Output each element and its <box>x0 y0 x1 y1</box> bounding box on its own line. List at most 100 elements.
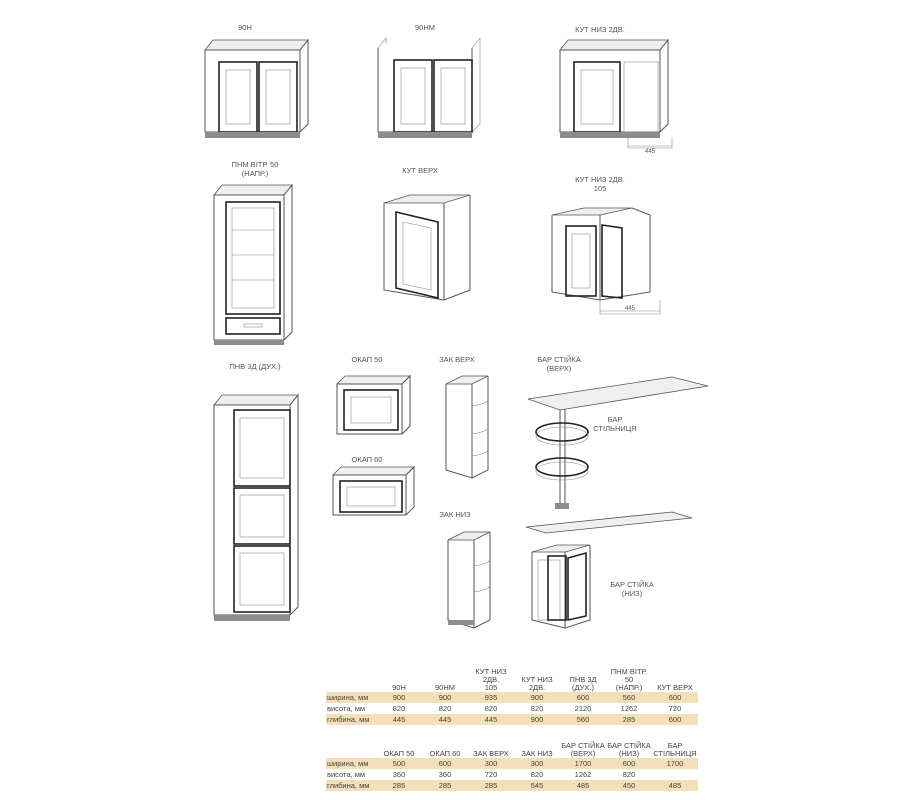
cabinet-kut-niz-2dv-drawing <box>559 38 673 149</box>
table-cell: 1262 <box>574 770 592 779</box>
table-cell: 900 <box>514 714 560 725</box>
row-label: глибина, мм <box>326 780 376 791</box>
table-header-cell: 90НМ <box>434 683 455 692</box>
table-cell: 820 <box>438 704 452 713</box>
table-cell: 445 <box>422 714 468 725</box>
dimension-445-kut-niz-105: 445 <box>624 306 635 312</box>
table-cell: 485 <box>652 780 698 791</box>
table-header-row: 90Н 90НМ КУТ НИЗ 2ДВ. 105 КУТ НИЗ 2ДВ. П… <box>326 668 698 692</box>
label-zak-verh: ЗАК ВЕРХ <box>439 355 475 364</box>
cabinet-zak-verh-drawing <box>445 375 489 479</box>
table-cell: 600 <box>422 758 468 769</box>
table-header-cell: ПНМ ВІТР. 50 (НАПР.) <box>610 667 648 692</box>
cabinet-okap60-drawing <box>332 465 415 516</box>
table-row: ширина, мм 500 600 300 300 1700 600 1700 <box>326 758 698 769</box>
table-cell: 935 <box>468 692 514 703</box>
table-cell: 820 <box>622 770 636 779</box>
table-cell: 600 <box>560 692 606 703</box>
table-cell: 720 <box>484 770 498 779</box>
table-header-cell: КУТ НИЗ 2ДВ. <box>521 675 553 692</box>
label-bar-stiyka-verh: БАР СТІЙКА (ВЕРХ) <box>537 355 581 373</box>
table-cell: 300 <box>514 758 560 769</box>
table-header-cell: ОКАП 50 <box>383 749 415 758</box>
table-cell: 600 <box>652 692 698 703</box>
table-cell: 445 <box>376 714 422 725</box>
bar-stand-bottom-drawing <box>531 544 591 629</box>
label-90n: 90Н <box>238 23 252 32</box>
cabinet-pnv-3d-drawing <box>213 393 299 621</box>
table-cell: 720 <box>668 704 682 713</box>
table-cell: 485 <box>560 780 606 791</box>
table-header-cell: ЗАК НИЗ <box>521 749 553 758</box>
table-cell: 445 <box>468 714 514 725</box>
table-cell: 560 <box>560 714 606 725</box>
table-cell: 300 <box>468 758 514 769</box>
row-label: глибина, мм <box>326 714 376 725</box>
label-okap50: ОКАП 50 <box>351 355 383 364</box>
row-label: висота, мм <box>327 704 366 713</box>
row-label: ширина, мм <box>326 692 376 703</box>
table-header-cell: 90Н <box>392 683 406 692</box>
table-row: ширина, мм 900 900 935 900 600 560 600 <box>326 692 698 703</box>
dimension-445-kut-niz: 445 <box>644 149 655 155</box>
label-90nm: 90НМ <box>414 23 435 32</box>
table-cell: 2120 <box>574 704 592 713</box>
table-header-row: ОКАП 50 ОКАП 60 ЗАК ВЕРХ ЗАК НИЗ БАР СТІ… <box>326 736 698 758</box>
row-label: ширина, мм <box>326 758 376 769</box>
table-header-cell: ЗАК ВЕРХ <box>473 749 509 758</box>
table-header-cell: КУТ НИЗ 2ДВ. 105 <box>475 667 507 692</box>
bar-countertop-drawing <box>525 511 693 534</box>
table-cell: 600 <box>652 714 698 725</box>
cabinet-90nm-drawing <box>377 37 481 138</box>
table-cell: 820 <box>530 704 544 713</box>
table-row: глибина, мм 285 285 285 545 485 450 485 <box>326 780 698 791</box>
label-zak-niz: ЗАК НИЗ <box>439 510 471 519</box>
cabinet-okap50-drawing <box>336 374 411 435</box>
table-header-cell: КУТ ВЕРХ <box>657 683 693 692</box>
label-bar-stilnytsia: БАР СТІЛЬНИЦЯ <box>593 415 637 433</box>
table-header-cell: БАР СТІЛЬНИЦЯ <box>653 741 697 758</box>
table-cell <box>652 769 698 780</box>
table-cell: 560 <box>606 692 652 703</box>
table-cell: 360 <box>438 770 452 779</box>
table-cell: 545 <box>514 780 560 791</box>
label-okap60: ОКАП 60 <box>351 455 383 464</box>
table-row: глибина, мм 445 445 445 900 560 285 600 <box>326 714 698 725</box>
label-bar-stiyka-niz: БАР СТІЙКА (НИЗ) <box>610 580 654 598</box>
label-kut-niz-105: КУТ НИЗ 2ДВ. 105 <box>575 175 625 193</box>
table-cell: 900 <box>376 692 422 703</box>
table-cell: 600 <box>606 758 652 769</box>
cabinet-pnm-vitr-drawing <box>213 183 293 345</box>
label-pnv-3d: ПНВ 3Д (ДУХ.) <box>229 362 281 371</box>
table-cell: 900 <box>422 692 468 703</box>
table-cell: 1262 <box>620 704 638 713</box>
cabinet-90n-drawing <box>204 38 309 138</box>
label-kut-niz-2dv: КУТ НИЗ 2ДВ. <box>575 25 625 34</box>
cabinet-kut-verh-drawing <box>383 194 471 301</box>
table-cell: 360 <box>392 770 406 779</box>
table-cell: 285 <box>606 714 652 725</box>
table-cell: 450 <box>606 780 652 791</box>
bar-stand-top-drawing <box>527 376 709 509</box>
table-row: висота, мм 360 360 720 820 1262 820 <box>326 769 698 780</box>
table-header-cell: ОКАП 60 <box>429 749 461 758</box>
cabinet-kut-niz-105-drawing <box>551 207 661 315</box>
row-label: висота, мм <box>327 770 366 779</box>
cabinet-zak-niz-drawing <box>447 531 491 629</box>
table-cell: 820 <box>530 770 544 779</box>
table-cell: 820 <box>484 704 498 713</box>
table-cell: 285 <box>376 780 422 791</box>
table-header-cell: БАР СТІЙКА (НИЗ) <box>607 741 651 758</box>
table-cell: 285 <box>422 780 468 791</box>
table-cell: 500 <box>376 758 422 769</box>
label-kut-verh: КУТ ВЕРХ <box>402 166 438 175</box>
table-cell: 1700 <box>652 758 698 769</box>
table-cell: 285 <box>468 780 514 791</box>
dimensions-table-2: ОКАП 50 ОКАП 60 ЗАК ВЕРХ ЗАК НИЗ БАР СТІ… <box>326 736 698 791</box>
table-cell: 900 <box>514 692 560 703</box>
table-cell: 820 <box>392 704 406 713</box>
label-pnm-vitr: ПНМ ВІТР. 50 (НАПР.) <box>231 160 279 178</box>
dimensions-table-1: 90Н 90НМ КУТ НИЗ 2ДВ. 105 КУТ НИЗ 2ДВ. П… <box>326 668 698 725</box>
table-row: висота, мм 820 820 820 820 2120 1262 720 <box>326 703 698 714</box>
